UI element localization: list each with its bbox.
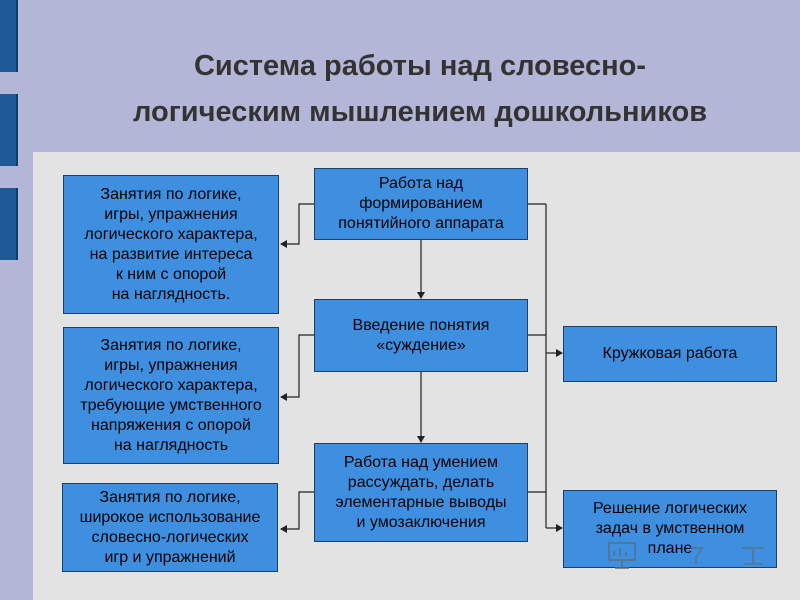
box-concept-apparatus: Работа над формированием понятийного апп…: [314, 168, 528, 240]
box-left-top: Занятия по логике, игры, упражнения логи…: [63, 175, 279, 314]
arrow-to-left-top: [280, 203, 314, 248]
arrow-to-left-bottom: [280, 491, 314, 533]
box-circle-work: Кружковая работа: [563, 326, 777, 382]
box-reasoning: Работа над умением рассуждать, делать эл…: [314, 443, 528, 542]
title-line-2: логическим мышлением дошкольников: [132, 96, 708, 128]
box-logic-tasks: Решение логических задач в умственном пл…: [563, 490, 777, 568]
arrow-to-left-mid: [280, 334, 314, 401]
box-judgement: Введение понятия «суждение»: [314, 299, 528, 372]
box-left-mid: Занятия по логике, игры, упражнения логи…: [63, 327, 279, 464]
accent-bar-2: [0, 94, 18, 166]
title-line-1: Система работы над словесно-: [193, 50, 647, 82]
watermark-mark-icon: [742, 547, 764, 565]
presentation-watermark-icon: [608, 542, 636, 569]
accent-bar-3: [0, 188, 18, 260]
box-left-bottom: Занятия по логике, широкое использование…: [62, 483, 278, 572]
accent-bar-1: [0, 0, 18, 72]
watermark-mark-icon: [690, 547, 704, 564]
